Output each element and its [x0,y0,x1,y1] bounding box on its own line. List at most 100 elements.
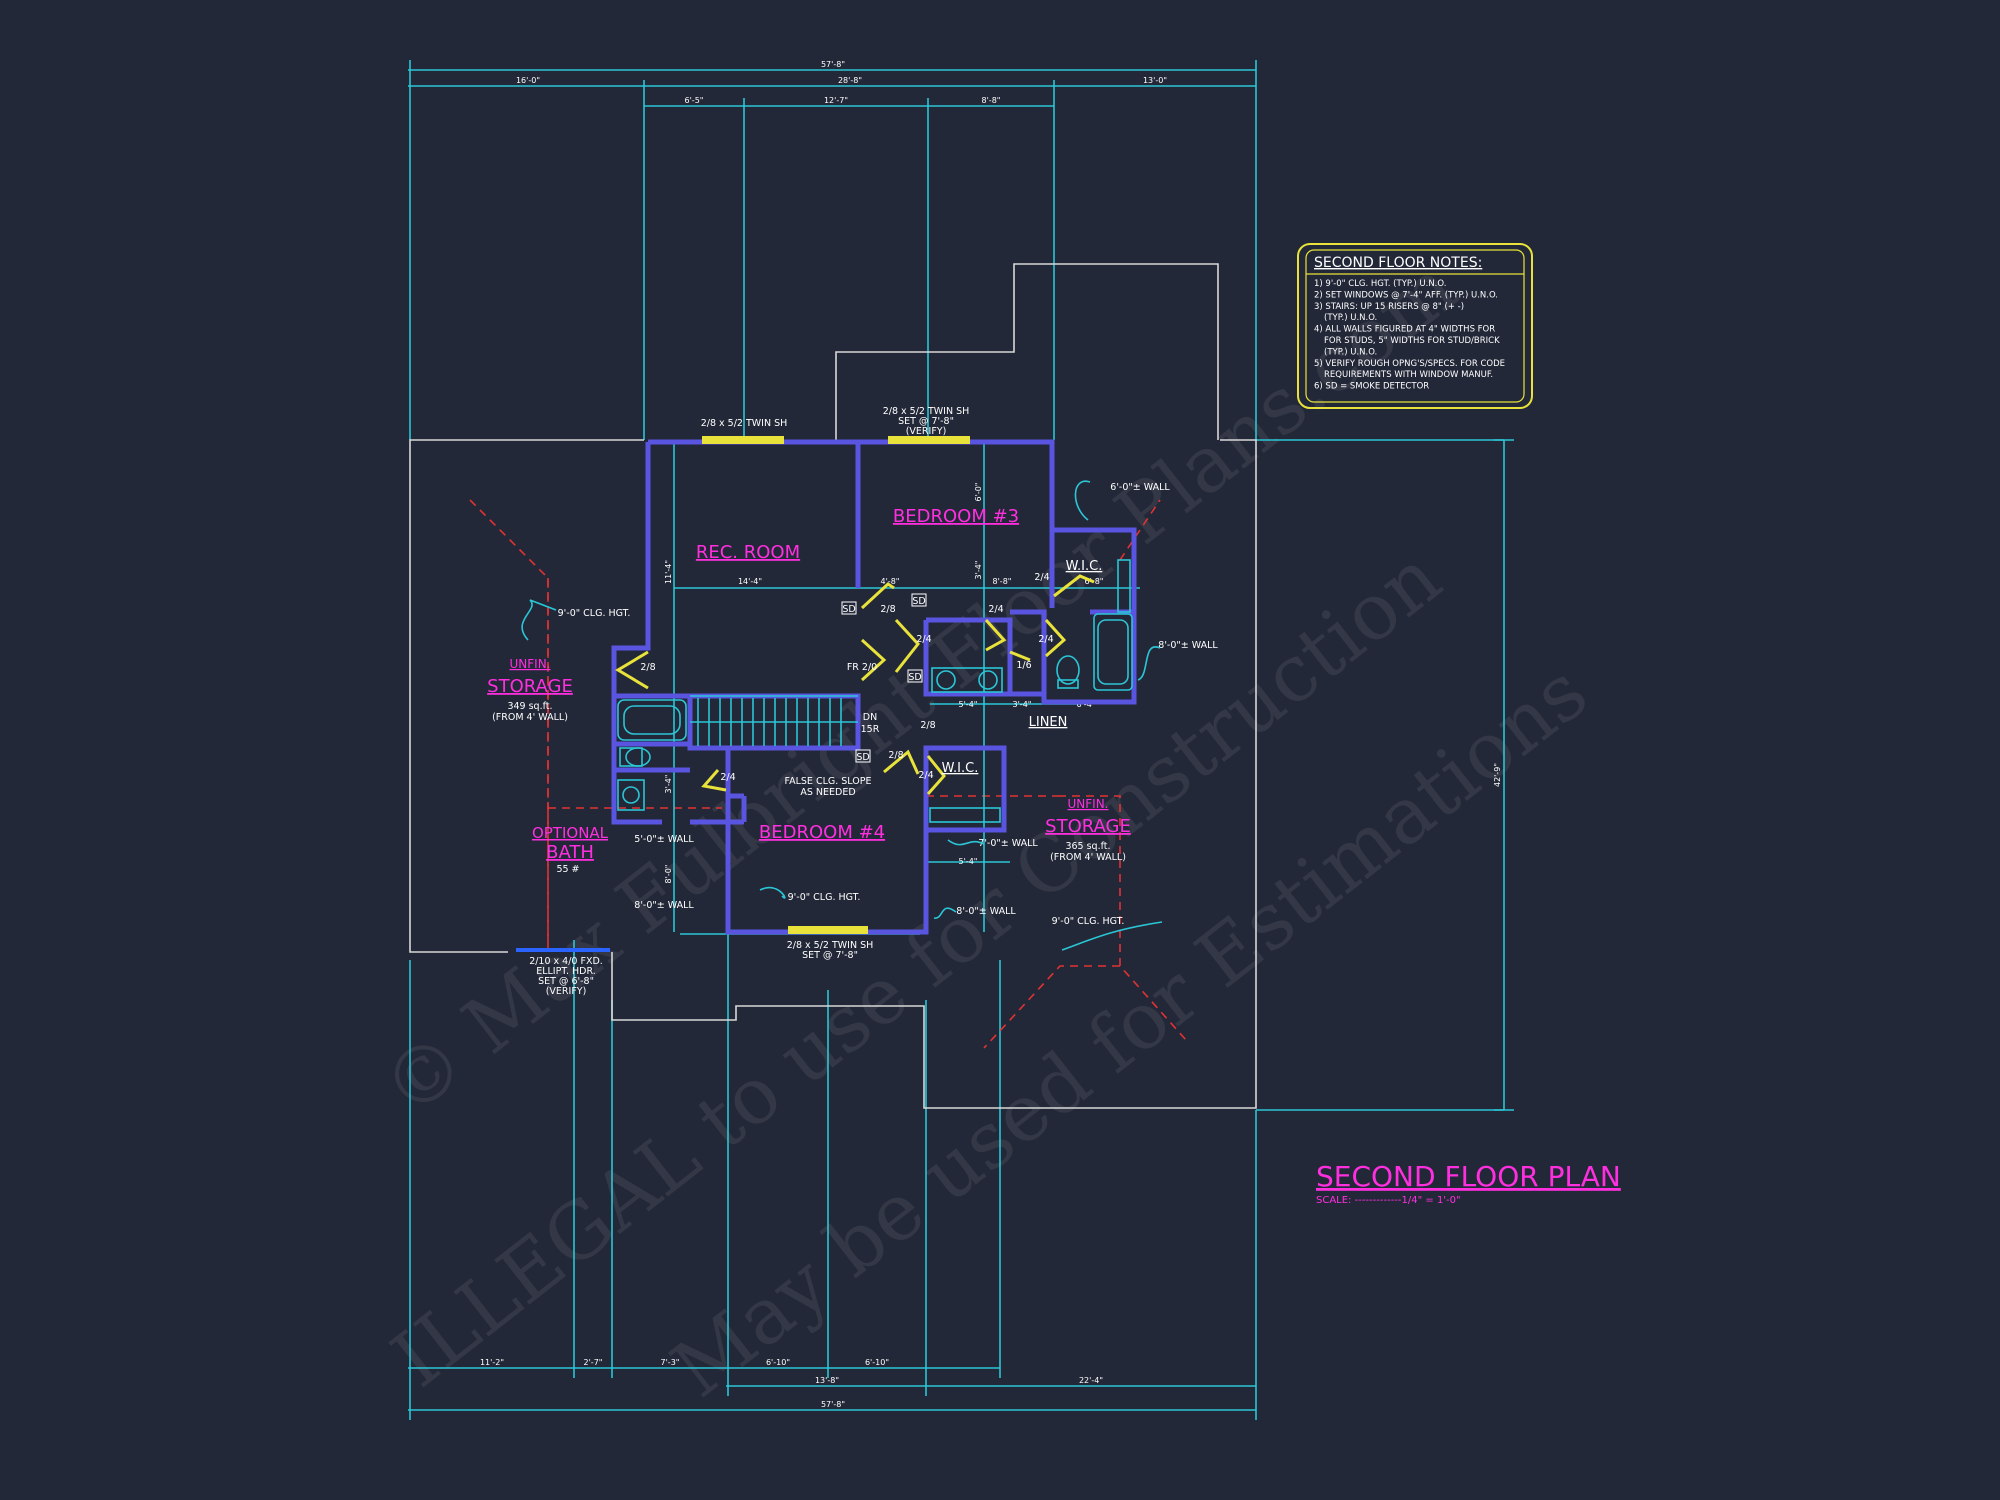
dim-v5: 3'-4" [664,775,673,794]
stair-dn: DN [863,712,877,723]
storage-left-from: (FROM 4' WALL) [492,712,568,723]
clg-bedroom4: 9'-0" CLG. HGT. [788,892,861,903]
dim-i2: 8'-8" [993,577,1012,586]
room-unfin-left: UNFIN. [510,657,551,671]
plan-title: SECOND FLOOR PLAN [1316,1160,1621,1193]
dim-top-right: 13'-0" [1143,76,1167,85]
door-2-4-b: 2/4 [988,604,1003,615]
window-b4-label-1: 2/8 x 5/2 TWIN SH [787,940,874,951]
door-2-8-c: 2/8 [920,720,935,731]
door-2-8-b: 2/8 [880,604,895,615]
dim-i7: 5'-4" [959,857,978,866]
dim-top-sub1: 6'-5" [685,96,704,105]
second-floor-notes: SECOND FLOOR NOTES: 1) 9'-0" CLG. HGT. (… [1297,243,1533,409]
note-line: 1) 9'-0" CLG. HGT. (TYP.) U.N.O. [1314,279,1446,289]
annotations: 9'-0" CLG. HGT. 9'-0" CLG. HGT. 9'-0" CL… [521,406,1218,997]
dim-bot-1: 11'-2" [480,1358,504,1367]
hidden-lines [469,499,1187,1049]
toilet-right [1056,655,1080,685]
sink-left [617,779,645,811]
dim-top-mid: 28'-8" [838,76,862,85]
dim-v1: 6'-0" [974,483,983,502]
room-unfin-right: UNFIN. [1068,797,1109,811]
note-line: (TYP.) U.N.O. [1324,313,1377,323]
ellipt-label-1: 2/10 x 4/0 FXD. [529,956,603,967]
dim-bot-5: 6'-10" [865,1358,889,1367]
dim-top-sub2: 12'-7" [824,96,848,105]
storage-right-area: 365 sq.ft. [1065,841,1110,852]
sd-1: SD [842,604,855,615]
dim-rec-width: 14'-4" [738,577,762,586]
dim-v3: 11'-4" [664,560,673,584]
door-2-4-e: 2/4 [720,772,735,783]
door-fr-2-0: FR 2/0 [847,662,877,673]
wic-shelf-b3 [1117,559,1131,613]
room-storage-left: STORAGE [487,676,573,697]
note-line: 6) SD = SMOKE DETECTOR [1314,382,1429,392]
note-line: (TYP.) U.N.O. [1324,347,1377,357]
door-2-4-c: 2/4 [1038,634,1053,645]
dim-right-overall: 42'-9" [1493,763,1502,787]
ellipt-label-4: (VERIFY) [546,986,587,997]
sd-2: SD [912,596,925,607]
dim-i4: 5'-4" [959,700,978,709]
door-labels: 2/8 2/8 2/8 2/8 2/4 2/4 2/4 2/4 2/4 2/4 … [640,572,1053,783]
dim-v4: 8'-0" [664,865,673,884]
top-dimensions: 57'-8" 16'-0" 28'-8" 13'-0" 6'-5" 12'-7"… [408,60,1257,440]
ellipt-label-2: ELLIPT. HDR. [536,966,596,977]
room-rec: REC. ROOM [696,542,800,563]
note-line: REQUIREMENTS WITH WINDOW MANUF. [1324,370,1493,380]
window-b3-label-3: (VERIFY) [906,426,947,437]
dim-bot-3: 7'-3" [661,1358,680,1367]
dim-v2: 3'-4" [974,561,983,580]
note-line: 2) SET WINDOWS @ 7'-4" AFF. (TYP.) U.N.O… [1314,290,1498,300]
door-2-8-d: 2/8 [888,750,903,761]
wall-bedroom4-right: 8'-0"± WALL [956,906,1016,917]
window-b3-label-1: 2/8 x 5/2 TWIN SH [883,406,970,417]
door-2-8-a: 2/8 [640,662,655,673]
note-line: 3) STAIRS: UP 15 RISERS @ 8" (+ -) [1314,302,1464,312]
right-dimension: 42'-9" [1256,439,1514,1111]
door-2-4-d: 2/4 [1034,572,1049,583]
note-line: FOR STUDS, 5" WIDTHS FOR STUD/BRICK [1324,336,1500,346]
sink-right-1 [936,670,956,690]
wic-shelf-b4 [929,807,1001,823]
sd-3: SD [908,672,921,683]
storage-left-area: 349 sq.ft. [507,701,552,712]
room-bedroom-3: BEDROOM #3 [893,506,1019,527]
dim-bot-4: 6'-10" [766,1358,790,1367]
dim-bot-overall: 57'-8" [821,1400,845,1409]
wall-left-1: 5'-0"± WALL [634,834,694,845]
room-optional: OPTIONAL [532,824,609,842]
window-b4-label-2: SET @ 7'-8" [802,950,858,961]
tub-left [617,699,687,741]
roof-outline [409,263,1257,1109]
door-2-4-f: 2/4 [918,770,933,781]
room-bath: BATH [546,842,594,863]
dim-bot-right: 22'-4" [1079,1376,1103,1385]
note-line: 4) ALL WALLS FIGURED AT 4" WIDTHS FOR [1314,325,1495,335]
false-clg-1: FALSE CLG. SLOPE [785,776,872,787]
sink-right-2 [978,670,998,690]
room-labels: REC. ROOM BEDROOM #3 BEDROOM #4 W.I.C. W… [487,506,1131,875]
dim-i5: 3'-4" [1013,700,1032,709]
room-wic-1: W.I.C. [1066,559,1103,574]
toilet-left [619,747,643,767]
notes-heading: SECOND FLOOR NOTES: [1314,255,1482,271]
door-1-6: 1/6 [1016,660,1031,671]
dim-top-overall: 57'-8" [821,60,845,69]
doors [615,574,1095,795]
wall-bedroom3: 6'-0"± WALL [1110,482,1170,493]
smoke-detectors: SD SD SD SD [841,593,927,763]
dim-bot-mid: 13'-8" [815,1376,839,1385]
false-clg-2: AS NEEDED [800,787,855,798]
sd-4: SD [856,752,869,763]
bottom-dimensions: 11'-2" 2'-7" 7'-3" 6'-10" 6'-10" 13'-8" … [408,930,1257,1420]
room-linen: LINEN [1029,715,1068,730]
plan-scale: SCALE: -------------1/4" = 1'-0" [1316,1195,1461,1206]
windows [516,436,970,952]
clg-left: 9'-0" CLG. HGT. [558,608,631,619]
dim-top-left: 16'-0" [516,76,540,85]
room-bedroom-4: BEDROOM #4 [759,822,885,843]
